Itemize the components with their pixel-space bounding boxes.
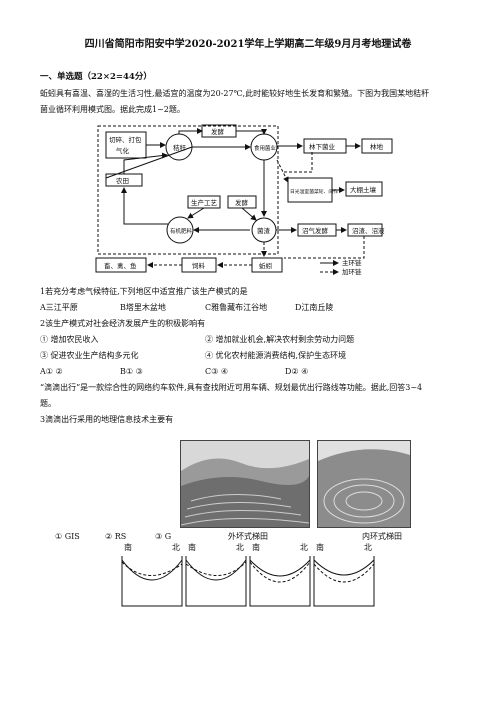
photo-label-inner: 内环式梯田 [362,532,402,541]
section-heading: 一、单选题（22×2=44分） [40,72,152,82]
label-forest-mushroom: 林下菌业 [309,142,336,151]
terrace-profile-graphs: 南 北 南 北 南 北 南 北 [121,542,375,607]
graph-d-south: 南 [316,542,324,552]
q2-option-b: B① ③ [120,367,143,376]
label-ferment-top: 发酵 [211,127,225,136]
q2-item-1: ① 增加农民收入 [40,335,99,344]
question-2: 2该生产模式对社会经济发展产生的积极影响有 [40,319,206,328]
label-animals: 畜、禽、鱼 [104,261,137,270]
graph-c-south: 南 [252,542,260,552]
label-tech: 生产工艺 [191,198,218,207]
graph-a-south: 南 [124,542,132,552]
page-title: 四川省简阳市阳安中学2020-2021学年上学期高二年级9月月考地理试卷 [84,39,412,50]
terrace-photo-inner [317,440,411,528]
legend-add-chain: 加环链 [342,267,362,275]
terrace-photo-outer [180,440,310,528]
label-organic-fertilizer: 有机肥料 [170,227,193,235]
photo-label-outer: 外坏式梯田 [228,532,268,541]
straw-mushroom-cycle-diagram: 切碎、打包 气化 秸秆 发酵 食用菌业 林下菌业 林地 农田 日光温室菌菜轮、间… [95,124,393,275]
label-greenhouse-soil: 大棚土壤 [350,185,377,194]
q2-item-2: ② 增加就业机会,解决农村剩余劳动力问题 [205,335,355,344]
q2-item-4: ④ 优化农村能源消费结构,保护生态环境 [205,351,347,360]
label-earthworm: 蚯蚓 [259,261,272,270]
graph-a-north: 北 [172,543,180,552]
graph-b-north: 北 [236,543,244,552]
label-field: 农田 [116,176,129,185]
graph-d-north: 北 [364,543,372,552]
label-biogas-output: 沼渣、沼液 [352,226,385,235]
label-residue: 菌渣 [257,226,271,235]
intro-3-line-2: 题。 [40,399,56,408]
label-greenhouse: 日光温室菌菜轮、间作 [290,188,338,195]
q2-option-a: A① ② [40,367,63,376]
q3-option-3: ③ G [155,532,172,541]
label-straw: 秸秆 [173,143,187,152]
label-feed: 饲料 [192,261,206,270]
graph-c-north: 北 [300,543,308,552]
q3-option-2: ② RS [105,532,127,541]
intro-line-1: 蚯蚓具有喜温、喜湿的生活习性,最适宜的温度为20-27℃,此时能较好地生长发育和… [40,89,430,98]
label-biogas: 沼气发酵 [302,226,329,235]
q1-option-c: C雅鲁藏布江谷地 [205,303,268,312]
question-3: 3滴滴出行采用的地理信息技术主要有 [40,415,174,424]
q3-option-1: ① GIS [55,532,80,541]
label-cutting: 切碎、打包 [109,135,142,144]
label-mushroom-industry: 食用菌业 [254,144,277,152]
q1-option-a: A三江平原 [40,303,78,312]
graph-b-south: 南 [188,542,196,552]
legend-main-chain: 主环链 [342,258,362,267]
question-1: 1若充分考虑气候特征,下列地区中适宜推广该生产模式的是 [40,287,248,296]
q2-option-c: C③ ④ [205,367,229,376]
q2-item-3: ③ 促进农业生产结构多元化 [40,351,139,360]
label-ferment-mid: 发酵 [235,198,249,207]
label-gasify: 气化 [116,146,130,155]
intro-line-2: 菌业循环利用模式图。据此完成1~2题。 [40,105,185,114]
q2-option-d: D② ④ [285,367,309,376]
q1-option-d: D江南丘陵 [295,303,334,312]
q1-option-b: B塔里木盆地 [120,303,166,312]
label-forest: 林地 [370,142,384,151]
intro-3-line-1: “滴滴出行”是一款综合性的网络约车软件,具有查找附近可用车辆、规划最优出行路线等… [40,383,423,392]
